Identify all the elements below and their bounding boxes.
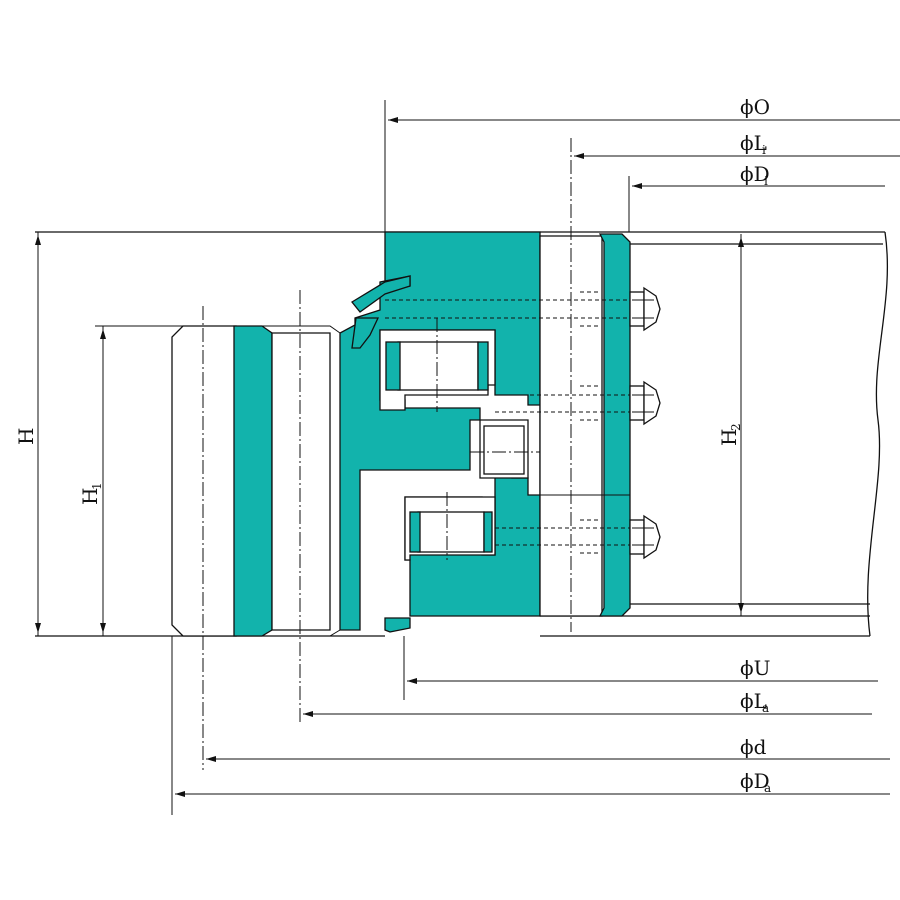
svg-text:i: i (762, 143, 766, 157)
label-Li: ϕL i (740, 131, 767, 157)
svg-text:H: H (717, 429, 741, 446)
bolt-nut-icon (643, 286, 661, 332)
inner-ring-teal-band (598, 233, 631, 617)
svg-text:H: H (14, 428, 38, 445)
upper-roller (397, 341, 479, 391)
svg-text:2: 2 (729, 423, 743, 431)
label-La: ϕL a (740, 689, 769, 715)
upper-roller-cage-left (385, 341, 401, 391)
label-d: ϕd (740, 735, 767, 759)
centerlines (202, 138, 572, 770)
height-dimensions (35, 232, 744, 636)
svg-text:a: a (762, 701, 769, 715)
lower-roller-cage-right (483, 511, 493, 553)
bolt-nut-icon (643, 380, 661, 426)
lower-roller (417, 511, 485, 553)
outer-ring-bolt-zone (271, 332, 331, 631)
bolt-middle (495, 380, 661, 426)
label-H: H (14, 428, 38, 445)
extension-lines (171, 100, 630, 815)
svg-text:ϕD: ϕD (740, 162, 770, 186)
bolt-bottom (495, 514, 661, 560)
outer-ring (171, 325, 341, 637)
label-Di: ϕD i (740, 162, 770, 188)
svg-text:ϕd: ϕd (740, 735, 767, 759)
label-O: ϕO (740, 95, 770, 119)
dimension-lines (175, 117, 900, 797)
label-U: ϕU (740, 656, 771, 680)
svg-text:ϕO: ϕO (740, 95, 770, 119)
svg-text:i: i (764, 174, 768, 188)
outer-ring-left-body (171, 325, 237, 637)
upper-seal (351, 317, 380, 349)
upper-seal-lip (351, 275, 411, 313)
label-Da: ϕD a (740, 769, 771, 795)
label-H2: H 2 (717, 423, 743, 446)
inner-body (339, 231, 541, 633)
lower-roller-cage-left (409, 511, 421, 553)
bolt-nut-icon (643, 514, 661, 560)
svg-text:1: 1 (90, 482, 104, 490)
svg-text:ϕL: ϕL (740, 131, 767, 155)
outer-ring-teal-band (233, 325, 273, 637)
svg-text:H: H (78, 488, 102, 505)
svg-text:ϕD: ϕD (740, 769, 770, 793)
rollers (385, 341, 525, 553)
svg-text:a: a (764, 781, 771, 795)
radial-roller (483, 425, 525, 475)
label-H1: H 1 (78, 482, 104, 505)
bolt-top (385, 286, 661, 332)
lower-seal-lip (384, 617, 411, 633)
upper-roller-cage-right (477, 341, 489, 391)
svg-text:ϕU: ϕU (740, 656, 771, 680)
svg-text:ϕL: ϕL (740, 689, 767, 713)
bolts (385, 286, 661, 560)
inner-ring (528, 233, 631, 617)
